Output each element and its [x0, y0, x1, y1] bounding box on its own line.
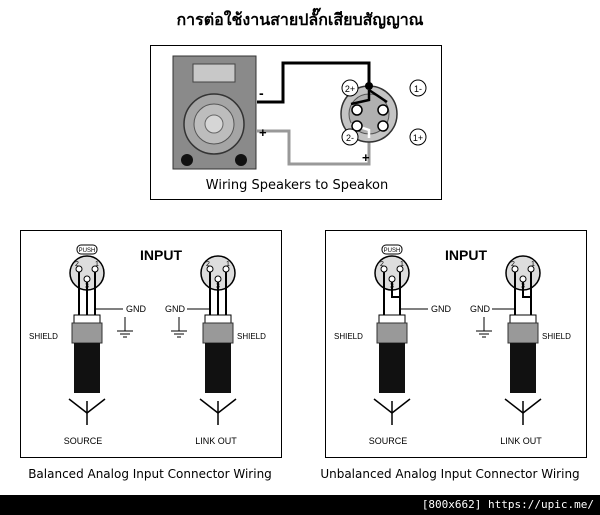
- speaker-tweeter-icon: [192, 63, 236, 83]
- speaker-port-right: [235, 154, 247, 166]
- unbalanced-src-pin2-label: 2: [380, 261, 384, 268]
- minus-label: -: [259, 85, 264, 101]
- speaker-dustcap: [204, 114, 224, 134]
- balanced-push-tab: [76, 244, 98, 255]
- pin-label-1plus: 1+: [413, 133, 423, 143]
- pin-label-1minus-circle: [409, 79, 427, 97]
- image-host-footer: [800x662] https://upic.me/: [0, 495, 600, 515]
- unbalanced-panel: INPUT PUSH 2 3 1 GND SHIELD SOURCE: [325, 230, 587, 458]
- speakon-pin-a: [351, 104, 363, 116]
- unbalanced-link-pin1-label: 1: [531, 261, 535, 268]
- pin-label-2minus-circle: [341, 128, 359, 146]
- pin-label-1plus-circle: [409, 128, 427, 146]
- unbalanced-push-tab: [381, 244, 403, 255]
- speakon-pin-d: [377, 120, 389, 132]
- balanced-src-shield-block: [71, 322, 103, 344]
- speaker-panel: - + + 2+ 1- 2- 1+ Wiring Speakers to Spe…: [150, 45, 442, 200]
- speakon-top-node: [365, 82, 373, 90]
- positive-wire: [257, 129, 371, 166]
- unbalanced-linkout-label: LINK OUT: [500, 436, 542, 446]
- balanced-linkout-label: LINK OUT: [195, 436, 237, 446]
- balanced-gnd-right: GND: [165, 304, 186, 314]
- unbalanced-src-wire3-bridge: [391, 282, 400, 298]
- balanced-input-heading: INPUT: [140, 247, 182, 263]
- balanced-link-cable: [205, 343, 231, 393]
- balanced-panel: INPUT PUSH 2 3 1 GND SHIELD: [20, 230, 282, 458]
- unbalanced-src-cable: [379, 343, 405, 393]
- unbalanced-wiring-svg: INPUT PUSH 2 3 1 GND SHIELD SOURCE: [334, 244, 571, 446]
- speakon-pin-b: [377, 104, 389, 116]
- unbalanced-link-shield-block: [507, 322, 539, 344]
- balanced-link-shield-block: [202, 322, 234, 344]
- speakon-inner-neg: [350, 90, 371, 106]
- balanced-src-pin2-label: 2: [75, 261, 79, 268]
- pin-label-2minus: 2-: [346, 133, 354, 143]
- unbalanced-shield-left: SHIELD: [334, 332, 363, 341]
- unbalanced-source-label: SOURCE: [369, 436, 408, 446]
- pin-label-2plus: 2+: [345, 84, 355, 94]
- unbalanced-shield-right: SHIELD: [542, 332, 571, 341]
- balanced-src-y-right: [86, 398, 106, 414]
- unbalanced-src-pin1-label: 1: [400, 261, 404, 268]
- negative-wire: [257, 61, 371, 104]
- balanced-caption: Balanced Analog Input Connector Wiring: [28, 467, 272, 481]
- balanced-source-label: SOURCE: [64, 436, 103, 446]
- balanced-src-y-left: [68, 398, 88, 414]
- unbalanced-src-y-right: [391, 398, 411, 414]
- unbalanced-src-plug-head: [378, 314, 406, 324]
- balanced-src-pin1-label: 1: [95, 261, 99, 268]
- speakon-plus-label: +: [362, 150, 370, 165]
- balanced-shield-left: SHIELD: [29, 332, 58, 341]
- unbalanced-link-cable: [510, 343, 536, 393]
- unbalanced-src-pin3: [388, 275, 396, 283]
- balanced-src-pin3: [83, 275, 91, 283]
- balanced-gnd-left: GND: [126, 304, 147, 314]
- unbalanced-link-plug-head: [509, 314, 537, 324]
- balanced-src-plug-head: [73, 314, 101, 324]
- page-title: การต่อใช้งานสายปลั๊กเสียบสัญญาณ: [176, 10, 424, 29]
- plus-label: +: [259, 125, 267, 140]
- speaker-port-left: [181, 154, 193, 166]
- unbalanced-link-y-left: [504, 398, 524, 414]
- unbalanced-caption: Unbalanced Analog Input Connector Wiring: [320, 467, 580, 481]
- unbalanced-src-y-left: [373, 398, 393, 414]
- balanced-link-pin2-label: 2: [206, 261, 210, 268]
- balanced-push-label: PUSH: [79, 248, 96, 254]
- unbalanced-link-pin3: [519, 275, 527, 283]
- speakon-inner-neg2: [368, 88, 388, 104]
- balanced-link-pin3: [214, 275, 222, 283]
- pin-label-2plus-circle: [341, 79, 359, 97]
- pin-label-1minus: 1-: [414, 84, 422, 94]
- unbalanced-gnd-right: GND: [470, 304, 491, 314]
- speakon-pin-c: [351, 120, 363, 132]
- balanced-link-plug-head: [204, 314, 232, 324]
- speaker-panel-caption: Wiring Speakers to Speakon: [205, 178, 389, 193]
- balanced-shield-right: SHIELD: [237, 332, 266, 341]
- balanced-link-y-right: [217, 398, 237, 414]
- unbalanced-input-heading: INPUT: [445, 247, 487, 263]
- balanced-link-pin1-label: 1: [226, 261, 230, 268]
- balanced-wiring-svg: INPUT PUSH 2 3 1 GND SHIELD: [29, 244, 266, 446]
- unbalanced-link-wire3-bridge: [522, 282, 531, 298]
- speaker-wiring-svg: - + + 2+ 1- 2- 1+: [172, 55, 427, 170]
- balanced-src-cable: [74, 343, 100, 393]
- unbalanced-link-y-right: [522, 398, 542, 414]
- unbalanced-push-label: PUSH: [384, 248, 401, 254]
- unbalanced-src-shield-block: [376, 322, 408, 344]
- unbalanced-gnd-left: GND: [431, 304, 452, 314]
- unbalanced-link-pin2-label: 2: [511, 261, 515, 268]
- balanced-link-y-left: [199, 398, 219, 414]
